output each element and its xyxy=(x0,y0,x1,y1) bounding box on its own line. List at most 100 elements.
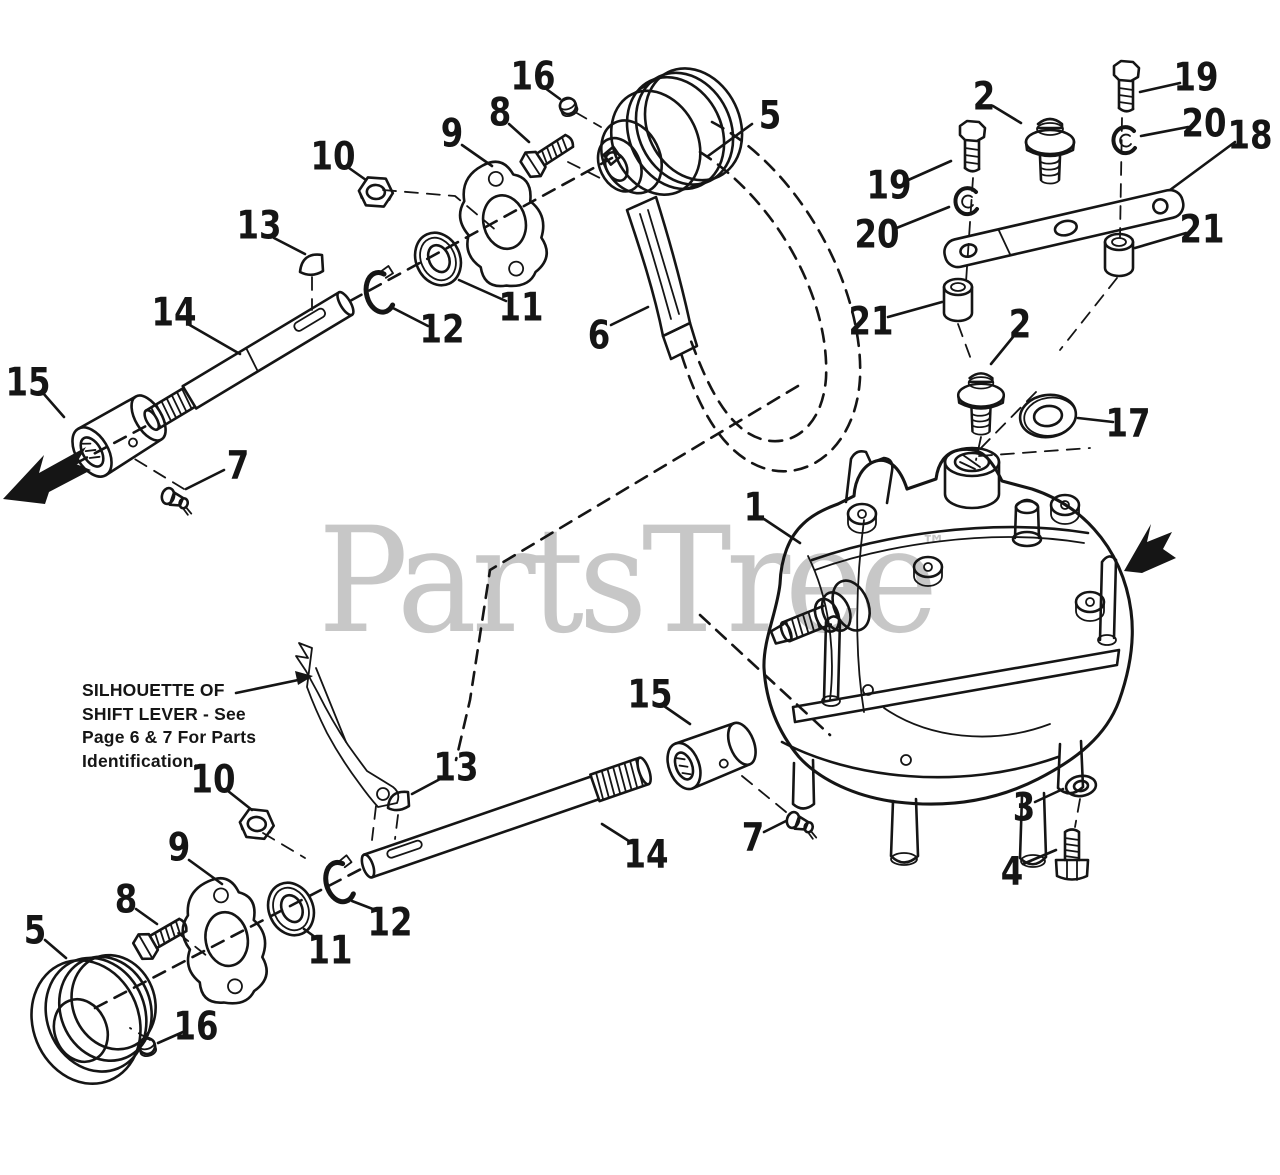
leader-line-15 xyxy=(41,391,66,419)
leader-line-18 xyxy=(1168,140,1237,192)
part-callout-11: 11 xyxy=(307,928,353,974)
leader-line-13 xyxy=(272,236,307,256)
part-callout-14: 14 xyxy=(151,290,197,336)
oil-fill-port xyxy=(943,446,1001,510)
leader-line-21 xyxy=(1133,231,1188,250)
part-callout-20: 20 xyxy=(854,212,900,258)
part-2-vent-plug-upper xyxy=(1024,117,1076,185)
note-pointer-arrow xyxy=(234,671,313,695)
part-callout-10: 10 xyxy=(310,134,356,180)
part-callout-20: 20 xyxy=(1181,101,1227,147)
part-callout-17: 17 xyxy=(1105,401,1151,447)
part-callout-3: 3 xyxy=(1012,785,1036,831)
part-callout-13: 13 xyxy=(236,203,282,249)
part-8-bolt-top xyxy=(516,126,581,183)
direction-arrow-left xyxy=(3,447,91,504)
part-19-bolt-right xyxy=(1112,59,1141,113)
part-12-snap-ring-top xyxy=(362,265,401,314)
leader-line-14 xyxy=(600,822,634,845)
part-callout-8: 8 xyxy=(488,90,512,136)
part-15-coupler-bottom xyxy=(666,721,757,791)
note-line: Page 6 & 7 For Parts xyxy=(82,727,257,747)
note-line: Identification. xyxy=(82,750,199,771)
part-callout-15: 15 xyxy=(5,360,51,406)
part-callout-7: 7 xyxy=(226,443,250,489)
part-callout-8: 8 xyxy=(114,877,138,923)
part-18-anchor-bracket xyxy=(943,188,1185,269)
part-20-e-ring-left xyxy=(953,186,979,217)
part-21-spacer-left xyxy=(942,277,974,323)
leader-line-13 xyxy=(410,776,444,796)
leader-line-11 xyxy=(457,278,508,303)
part-callout-19: 19 xyxy=(866,163,912,209)
part-7-grease-fitting-bottom xyxy=(782,809,823,841)
leader-line-12 xyxy=(389,305,430,328)
leader-line-8 xyxy=(507,122,531,144)
direction-arrow-right xyxy=(1124,524,1176,573)
part-callout-1: 1 xyxy=(743,485,767,531)
part-3-washer xyxy=(1064,774,1098,798)
part-callout-16: 16 xyxy=(510,54,556,100)
leader-line-15 xyxy=(662,704,692,726)
input-shaft xyxy=(769,579,871,645)
leader-line-4 xyxy=(1021,848,1058,866)
part-callout-10: 10 xyxy=(190,757,236,803)
leader-line-16 xyxy=(156,1030,185,1045)
part-13-woodruff-key-bottom xyxy=(386,790,411,812)
leader-line-16 xyxy=(543,86,562,101)
watermark-trademark-symbol: ™ xyxy=(921,530,946,559)
part-callout-11: 11 xyxy=(498,285,544,331)
part-19-bolt-left xyxy=(958,119,987,173)
leader-line-10 xyxy=(347,166,368,182)
leader-line-1 xyxy=(762,517,802,545)
part-20-e-ring-right xyxy=(1111,125,1137,156)
note-line: SHIFT LEVER - See xyxy=(82,703,246,724)
leader-line-19 xyxy=(1138,81,1182,94)
leader-line-17 xyxy=(1076,416,1115,424)
part-17-washer xyxy=(1018,393,1078,439)
leader-line-12 xyxy=(350,899,380,913)
silhouette-note: SILHOUETTE OF SHIFT LEVER - See Page 6 &… xyxy=(82,679,256,773)
leader-line-19 xyxy=(904,159,953,183)
part-callout-12: 12 xyxy=(419,307,465,353)
leader-line-9 xyxy=(460,143,494,168)
part-5-pulley-bottom xyxy=(30,953,157,1085)
leader-line-10 xyxy=(226,789,254,812)
leader-line-5 xyxy=(43,938,68,960)
note-line: SILHOUETTE OF xyxy=(82,680,225,700)
part-7-grease-fitting-top xyxy=(157,485,198,517)
leader-line-5 xyxy=(706,122,754,158)
part-callout-21: 21 xyxy=(1179,207,1225,253)
leader-line-7 xyxy=(762,819,788,834)
part-10-locknut-bottom xyxy=(237,806,277,841)
leader-line-3 xyxy=(1033,787,1065,804)
part-13-woodruff-key-top xyxy=(298,253,325,277)
part-callout-15: 15 xyxy=(627,672,673,718)
part-callout-5: 5 xyxy=(23,908,47,954)
leader-line-9 xyxy=(187,858,224,886)
leader-line-21 xyxy=(886,300,944,319)
part-callout-21: 21 xyxy=(848,299,894,345)
leader-line-2 xyxy=(991,104,1023,125)
part-6-drive-belt xyxy=(625,120,862,473)
part-callout-4: 4 xyxy=(1000,849,1024,895)
part-callout-13: 13 xyxy=(433,745,479,791)
part-10-locknut-top xyxy=(356,175,396,209)
part-callout-2: 2 xyxy=(1008,302,1032,348)
part-callout-2: 2 xyxy=(972,74,996,120)
part-callout-9: 9 xyxy=(167,825,191,871)
part-callout-18: 18 xyxy=(1227,113,1273,159)
leader-line-7 xyxy=(184,468,226,491)
shift-lever-silhouette xyxy=(295,642,400,808)
part-callout-12: 12 xyxy=(367,900,413,946)
part-callout-9: 9 xyxy=(440,111,464,157)
part-callout-5: 5 xyxy=(758,93,782,139)
part-2-vent-plug-lower xyxy=(956,372,1006,436)
callout-leader-lines xyxy=(41,81,1237,1045)
part-4-bolt xyxy=(1054,828,1090,881)
leader-line-20 xyxy=(892,205,951,231)
part-21-spacer-right xyxy=(1103,232,1135,278)
part-14-shaft-top xyxy=(143,290,355,432)
part-callout-7: 7 xyxy=(741,815,765,861)
